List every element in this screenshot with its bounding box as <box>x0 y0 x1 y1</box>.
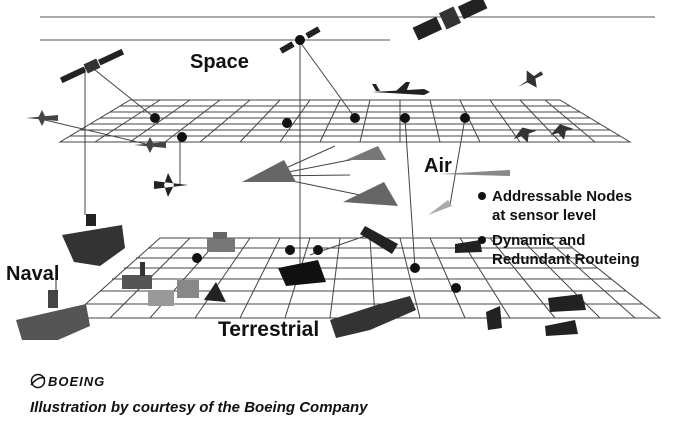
air-label: Air <box>424 155 452 178</box>
missile-launcher-icon <box>330 296 416 338</box>
note-line: Redundant Routeing <box>478 250 639 269</box>
node <box>350 113 360 123</box>
note-dynamic-routeing: Dynamic and Redundant Routeing <box>478 231 639 269</box>
tank-icon <box>548 294 586 312</box>
node <box>451 283 461 293</box>
bullet-icon <box>478 192 486 200</box>
air-grid <box>60 100 630 142</box>
launcher-vehicle-icon <box>360 226 398 254</box>
satellite-icon <box>412 0 488 42</box>
uav-icon <box>428 200 452 215</box>
soldier-icon <box>486 306 502 330</box>
ground-vehicle-icon <box>207 232 235 252</box>
node <box>192 253 202 263</box>
drone-icon <box>134 137 166 153</box>
node <box>285 245 295 255</box>
node <box>150 113 160 123</box>
boeing-wordmark: BOEING <box>48 374 105 389</box>
credit-caption: Illustration by courtesy of the Boeing C… <box>30 399 368 416</box>
space-orbit-lines <box>40 17 655 40</box>
warship-icon <box>16 280 90 340</box>
satellite-icon <box>59 47 125 85</box>
note-line: at sensor level <box>478 206 632 225</box>
drone-icon <box>26 110 58 126</box>
tank-icon <box>278 260 326 286</box>
aircraft-carrier-icon <box>62 214 125 266</box>
stealth-uav-icon <box>343 182 398 206</box>
note-line: Addressable Nodes <box>478 187 632 206</box>
aircraft-icon <box>513 64 547 95</box>
fighter-jet-icon <box>154 173 188 197</box>
node <box>313 245 323 255</box>
stealth-uav-icon <box>242 160 296 182</box>
boeing-logo: BOEING <box>30 370 105 392</box>
node <box>177 132 187 142</box>
node <box>410 263 420 273</box>
stealth-uav-icon <box>346 146 386 160</box>
airliner-icon <box>372 82 430 95</box>
note-addressable-nodes: Addressable Nodes at sensor level <box>478 187 632 225</box>
naval-label: Naval <box>6 263 59 286</box>
note-line: Dynamic and <box>478 231 639 250</box>
shelter-icon <box>177 280 199 298</box>
node <box>460 113 470 123</box>
boeing-logo-mark-icon <box>30 372 46 390</box>
tank-icon <box>545 320 578 336</box>
node <box>282 118 292 128</box>
bullet-icon <box>478 236 486 244</box>
radar-vehicle-icon <box>204 282 226 302</box>
terrestrial-label: Terrestrial <box>218 318 319 342</box>
soldier-icon <box>140 262 145 276</box>
space-label: Space <box>190 51 249 74</box>
node <box>400 113 410 123</box>
